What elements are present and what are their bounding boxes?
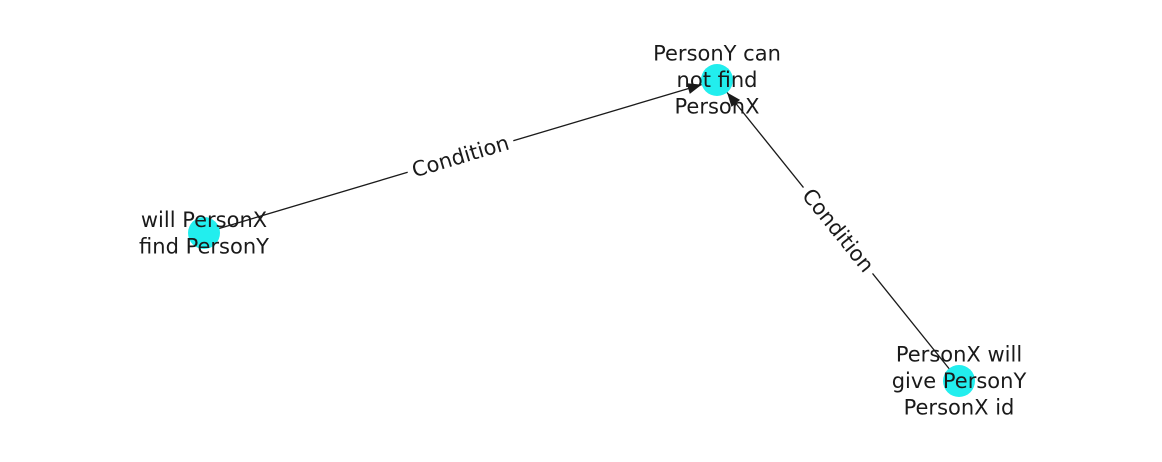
edge-label-group: Condition [793, 179, 883, 282]
nodes-layer [188, 64, 975, 397]
arrowhead-n2-n0 [727, 92, 741, 107]
edge-label: Condition [409, 131, 512, 183]
arrowhead-n1-n0 [686, 83, 702, 94]
edge-label-background [793, 179, 883, 282]
edge-label-group: Condition [403, 128, 518, 185]
node-label-line: PersonY can [653, 42, 781, 66]
node-label-line: will PersonX [141, 208, 267, 232]
node-n1[interactable] [188, 217, 220, 249]
edge-label-background [403, 128, 518, 185]
node-label-line: PersonX will [896, 343, 1022, 367]
node-label-line: give PersonY [892, 369, 1027, 393]
node-n2[interactable] [943, 365, 975, 397]
edge-label: Condition [797, 184, 879, 277]
node-label-line: find PersonY [139, 234, 269, 258]
node-label-line: not find [677, 68, 758, 92]
node-label-line: PersonX id [904, 396, 1015, 420]
node-n0[interactable] [701, 64, 733, 96]
node-label-line: PersonX [675, 95, 760, 119]
